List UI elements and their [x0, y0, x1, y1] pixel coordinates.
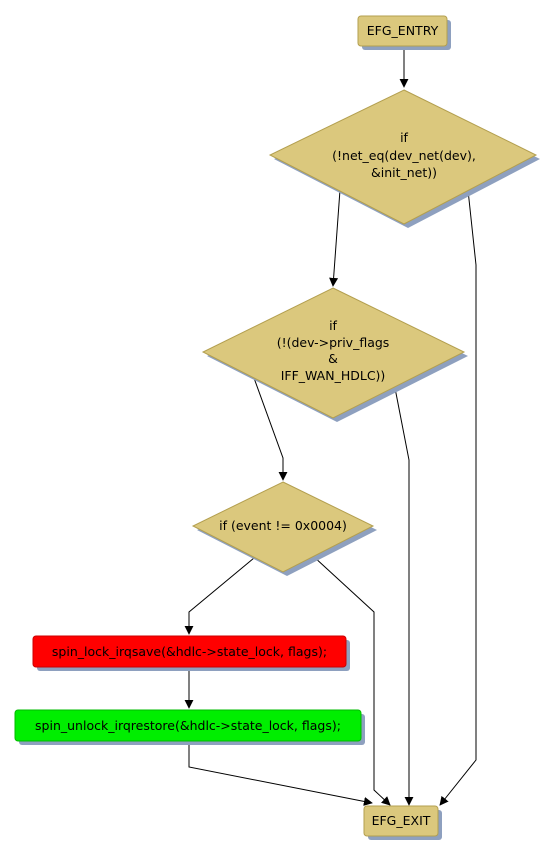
edge-flags-to-event [253, 377, 288, 481]
decision-flags-diamond [201, 287, 466, 419]
exit-node: EFG_EXIT [363, 805, 442, 840]
decision-net-line-2: (!net_eq(dev_net(dev), [332, 148, 476, 163]
entry-node: EFG_ENTRY [357, 15, 451, 50]
edge-net-to-exit [439, 189, 477, 806]
decision-net-diamond [268, 89, 538, 225]
decision-event-diamond [191, 481, 375, 573]
lock-node: spin_lock_irqsave(&hdlc->state_lock, fla… [32, 635, 350, 671]
lock-node-box [32, 635, 347, 668]
unlock-node: spin_unlock_irqrestore(&hdlc->state_lock… [14, 709, 365, 745]
edge-net-to-flags [329, 189, 341, 287]
unlock-node-box [14, 709, 362, 742]
lock-node-label: spin_lock_irqsave(&hdlc->state_lock, fla… [52, 644, 327, 659]
decision-flags-line-3: & [328, 351, 338, 366]
decision-net-node: if (!net_eq(dev_net(dev), &init_net)) [268, 89, 540, 228]
decision-event-node: if (event != 0x0004) [191, 481, 377, 576]
edge-event-to-lock [184, 557, 255, 635]
decision-net-line-3: &init_net)) [371, 165, 437, 180]
edge-event-to-exit [312, 555, 391, 806]
decision-flags-line-4: IFF_WAN_HDLC)) [281, 368, 386, 383]
edge-unlock-to-exit [188, 741, 373, 806]
decision-flags-line-1: if [329, 318, 337, 333]
exit-node-label: EFG_EXIT [372, 813, 431, 828]
edge-flags-to-exit [394, 387, 414, 806]
exit-node-box [363, 805, 439, 837]
entry-node-box [357, 15, 448, 47]
edges [184, 46, 477, 806]
decision-event-label: if (event != 0x0004) [219, 518, 347, 533]
decision-flags-line-2: (!(dev->priv_flags [277, 335, 390, 350]
decision-flags-node: if (!(dev->priv_flags & IFF_WAN_HDLC)) [201, 287, 468, 422]
entry-node-label: EFG_ENTRY [367, 23, 439, 38]
unlock-node-label: spin_unlock_irqrestore(&hdlc->state_lock… [35, 718, 341, 733]
decision-net-line-1: if [400, 130, 408, 145]
